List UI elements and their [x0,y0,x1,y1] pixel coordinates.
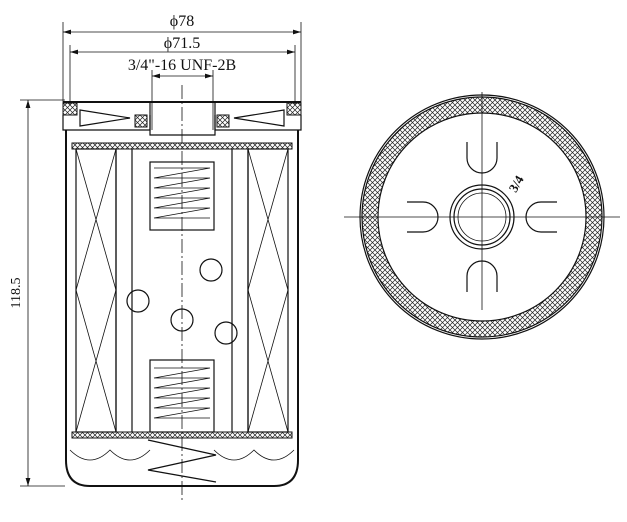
dimension-gasket-diameter: ϕ71.5 [69,35,296,105]
thread-label: 3/4"-16 UNF-2B [128,57,236,74]
filter-side-section [62,85,302,500]
dimension-height: 118.5 [9,99,65,487]
engraving-label: 3/4 [505,172,527,194]
outer-diameter-label: ϕ78 [170,13,194,30]
filter-top-view: 3/4 [344,92,620,340]
gasket-diameter-label: ϕ71.5 [164,35,200,52]
height-label: 118.5 [9,278,24,309]
dimension-thread: 3/4"-16 UNF-2B [128,57,236,130]
dimension-outer-diameter: ϕ78 [62,13,302,105]
